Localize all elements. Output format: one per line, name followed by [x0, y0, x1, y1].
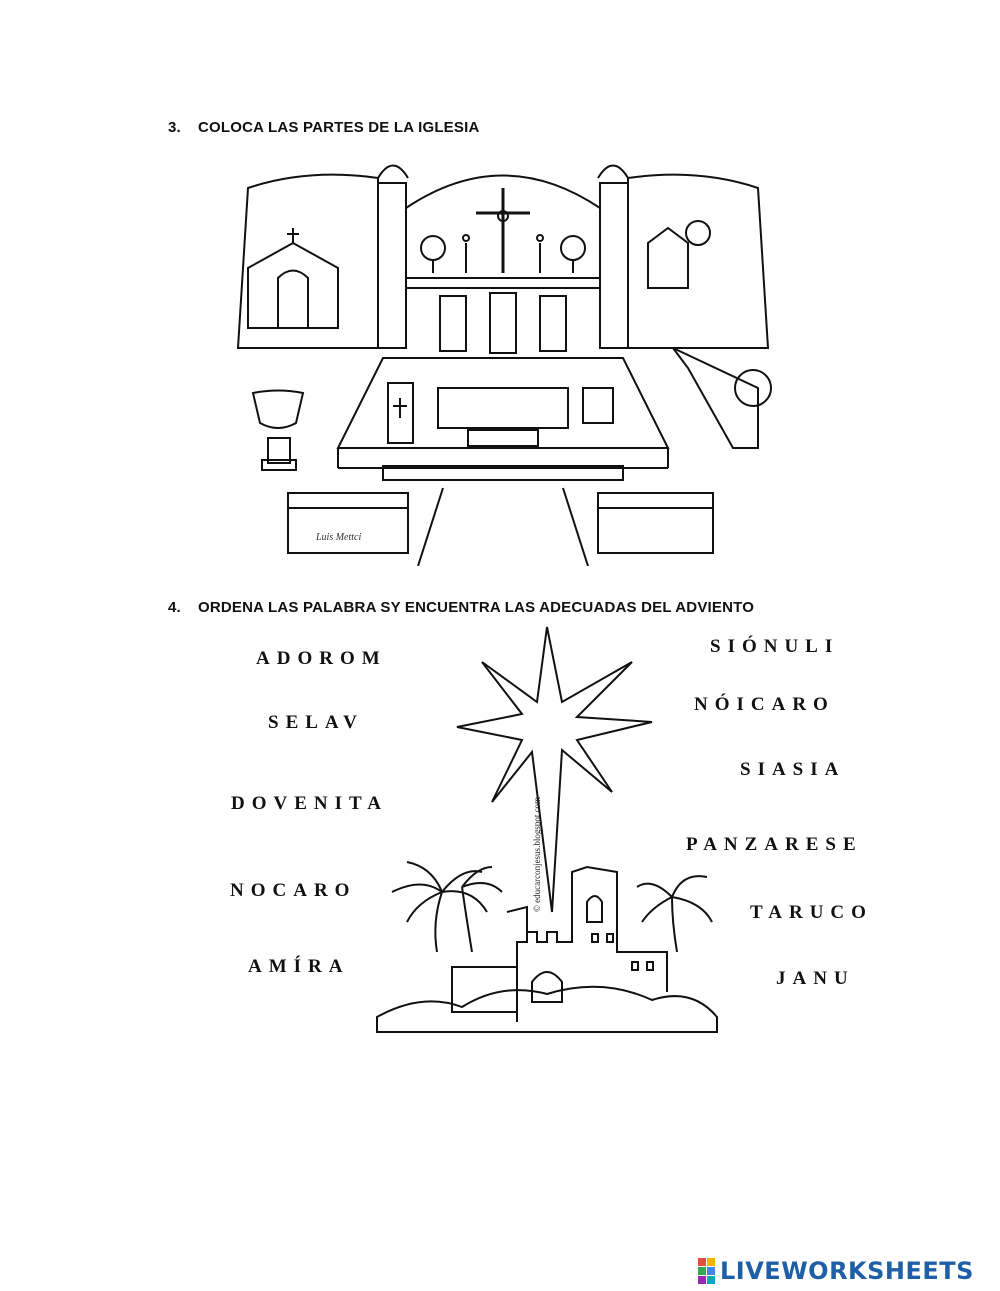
scrambled-word: JANU — [776, 968, 855, 989]
scrambled-word: SELAV — [268, 712, 364, 733]
section-3-number: 3. — [168, 119, 181, 136]
scrambled-word: ADOROM — [256, 648, 387, 669]
scrambled-word: SIÓNULI — [710, 636, 840, 657]
liveworksheets-blocks-icon — [698, 1258, 715, 1284]
section-3-title: COLOCA LAS PARTES DE LA IGLESIA — [198, 119, 480, 136]
scrambled-word: AMÍRA — [248, 956, 350, 977]
liveworksheets-brand: LIVEWORKSHEETS — [720, 1257, 974, 1285]
liveworksheets-logo: LIVEWORKSHEETS — [698, 1256, 974, 1286]
illustration-credit: © educarconjesus.blogspot.com — [532, 797, 542, 912]
section-4-title: ORDENA LAS PALABRA SY ENCUENTRA LAS ADEC… — [198, 599, 755, 616]
scrambled-word: DOVENITA — [231, 793, 388, 814]
scrambled-word: NOCARO — [230, 880, 357, 901]
section-3-heading: 3. COLOCA LAS PARTES DE LA IGLESIA — [168, 119, 480, 136]
section-4-number: 4. — [168, 599, 181, 616]
scrambled-word: PANZARESE — [686, 834, 863, 855]
scrambled-word: NÓICARO — [694, 694, 835, 715]
star-of-bethlehem-illustration: © educarconjesus.blogspot.com — [376, 626, 718, 1033]
church-interior-illustration: Luis Mettci — [236, 164, 772, 566]
scrambled-word: TARUCO — [750, 902, 873, 923]
church-signature: Luis Mettci — [315, 532, 361, 543]
section-4-heading: 4. ORDENA LAS PALABRA SY ENCUENTRA LAS AD… — [168, 599, 754, 616]
scrambled-word: SIASIA — [740, 759, 846, 780]
